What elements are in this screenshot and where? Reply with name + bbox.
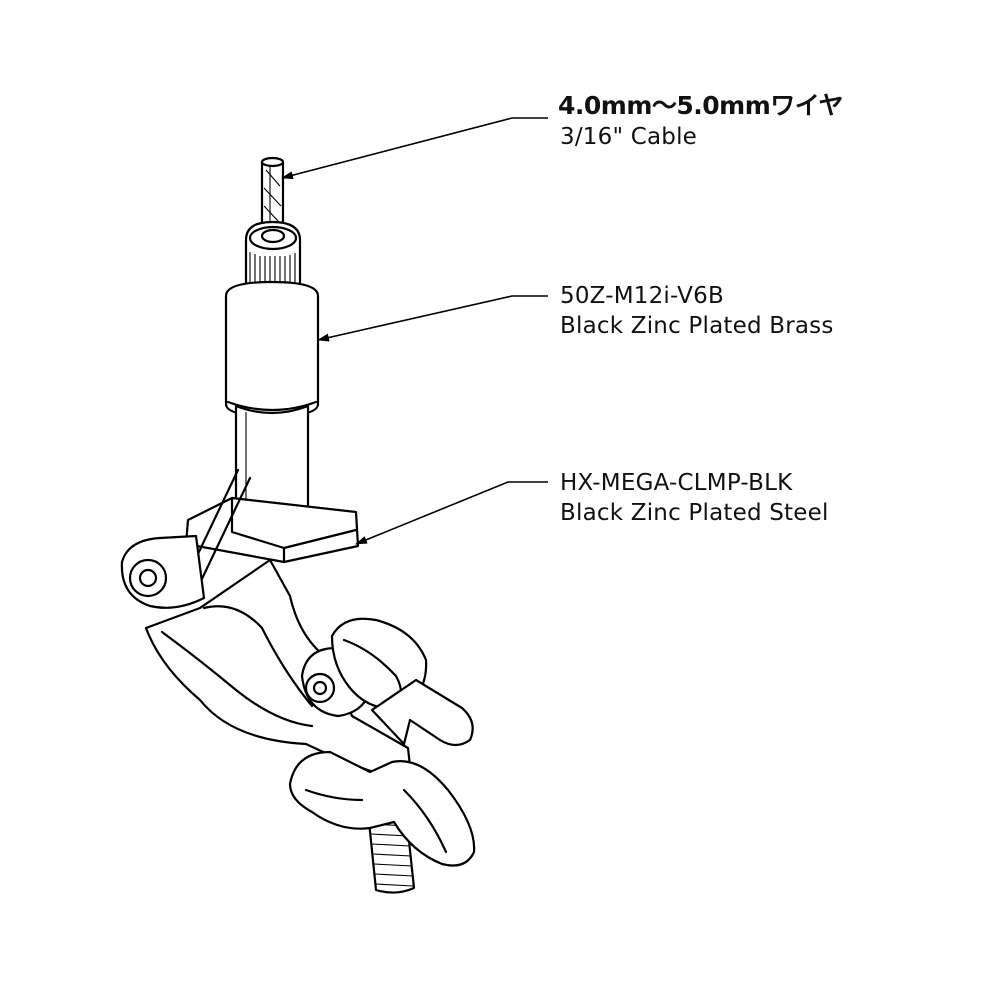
cable-drawing	[260, 156, 285, 230]
clamp-drawing	[120, 468, 476, 894]
cable-spec-label: 3/16" Cable	[560, 124, 698, 150]
gripper-material: Black Zinc Plated Brass	[560, 313, 834, 339]
cable-gripper-drawing	[224, 220, 320, 522]
clamp-part-number: HX-MEGA-CLMP-BLK	[560, 470, 793, 496]
clamp-leader	[355, 481, 548, 545]
gripper-leader	[317, 295, 548, 342]
cable-size-label: 4.0mm〜5.0mmワイヤ	[558, 91, 844, 120]
leader-lines	[281, 117, 548, 545]
gripper-part-number: 50Z-M12i-V6B	[560, 283, 724, 309]
clamp-material: Black Zinc Plated Steel	[560, 500, 829, 526]
cable-leader	[281, 117, 548, 180]
